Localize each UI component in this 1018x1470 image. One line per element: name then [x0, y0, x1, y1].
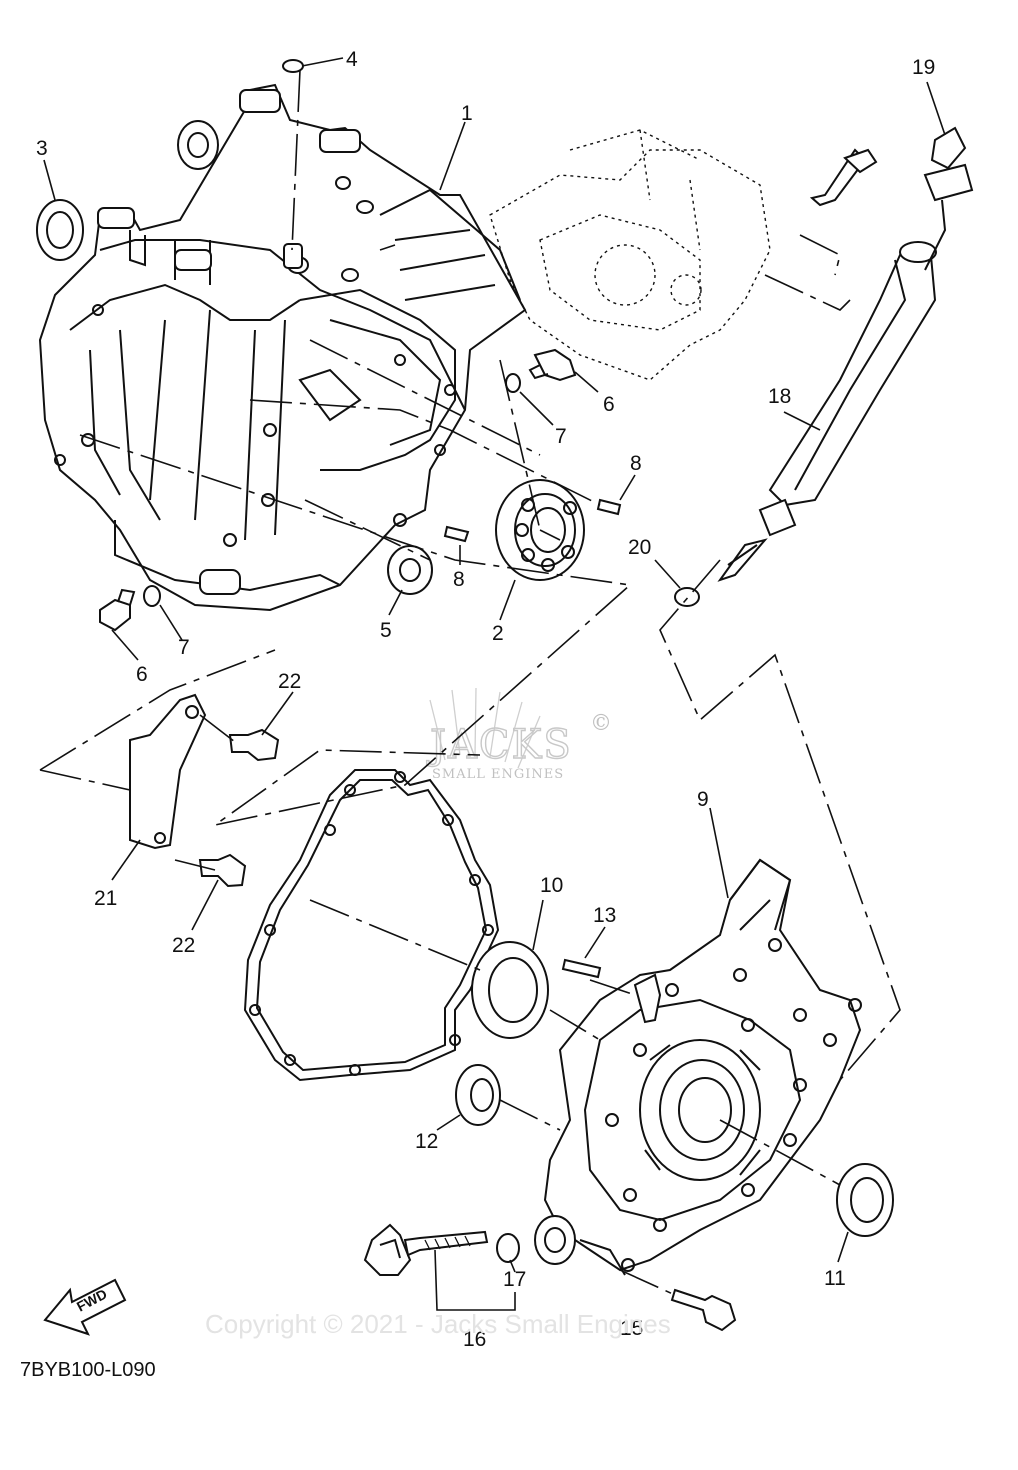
cylinder-head: [489, 129, 771, 381]
bolt-15: [670, 1288, 737, 1332]
top-bearing: [177, 120, 219, 170]
bearing-5: [387, 545, 433, 595]
bracket-21: [129, 693, 207, 850]
callout-3: 3: [36, 137, 48, 160]
watermark-brand: JACKS: [426, 722, 573, 768]
callout-22-upper: 22: [278, 670, 301, 693]
washer-7-lower: [143, 585, 161, 607]
watermark-sub: SMALL ENGINES: [432, 767, 564, 782]
callout-11: 11: [824, 1267, 846, 1290]
oil-seal-10: [471, 941, 549, 1039]
crankcase: [38, 83, 527, 612]
bolt-6-upper: [528, 348, 577, 382]
leader-lines: [43, 57, 946, 1311]
bolt-22-lower: [198, 853, 247, 888]
oil-seal-11: [836, 1163, 894, 1237]
callout-8-upper: 8: [630, 452, 642, 475]
alignment-lines: [39, 69, 901, 1296]
oil-seal-3: [36, 199, 84, 261]
dipstick-16: [363, 1223, 489, 1276]
callout-4: 4: [346, 48, 358, 71]
callout-21: 21: [94, 887, 117, 910]
crankcase-cover-9: [534, 858, 862, 1276]
fwd-arrow-icon: FWD: [43, 1278, 127, 1336]
watermark-logo: JACKS SMALL ENGINES ©: [425, 687, 613, 782]
callout-8-lower: 8: [453, 568, 465, 591]
callout-17: 17: [503, 1268, 526, 1291]
callout-7-lower: 7: [178, 636, 190, 659]
o-ring-20: [674, 587, 700, 607]
bearing-12: [455, 1064, 501, 1126]
dowel-pin-8-lower: [443, 525, 470, 543]
callout-5: 5: [380, 619, 392, 642]
callout-18: 18: [768, 385, 791, 408]
callout-7-upper: 7: [555, 425, 567, 448]
diagram-code: 7BYB100-L090: [20, 1359, 156, 1381]
callout-2: 2: [492, 622, 504, 645]
callout-10: 10: [540, 874, 563, 897]
bolt-6-lower: [99, 588, 136, 632]
collar-4: [282, 59, 304, 269]
washer-7-upper: [505, 373, 521, 393]
callout-6-upper: 6: [603, 393, 615, 416]
o-ring-17: [496, 1233, 520, 1263]
callout-20: 20: [628, 536, 651, 559]
bolt-22-upper: [228, 728, 280, 762]
dowel-pin-8-upper: [596, 498, 622, 516]
oil-filler-tube-18: [717, 241, 937, 582]
callout-22-lower: 22: [172, 934, 195, 957]
dipstick-cap-19: [923, 126, 974, 271]
callout-13: 13: [593, 904, 616, 927]
callout-6-lower: 6: [136, 663, 148, 686]
copyright-text: Copyright © 2021 - Jacks Small Engines: [205, 1309, 671, 1339]
callout-15: 15: [620, 1317, 643, 1340]
head-bolt: [809, 148, 878, 207]
callout-labels: 1 2 3 4 5 6 6 7 7 8 8 9 10 11 12 13 15 1…: [36, 48, 935, 1351]
callout-9: 9: [697, 788, 709, 811]
callout-19: 19: [912, 56, 935, 79]
watermark-mark: ©: [590, 711, 613, 736]
callout-16: 16: [463, 1328, 486, 1351]
callout-12: 12: [415, 1130, 438, 1153]
callout-1: 1: [461, 102, 473, 125]
pin-13: [561, 958, 602, 979]
